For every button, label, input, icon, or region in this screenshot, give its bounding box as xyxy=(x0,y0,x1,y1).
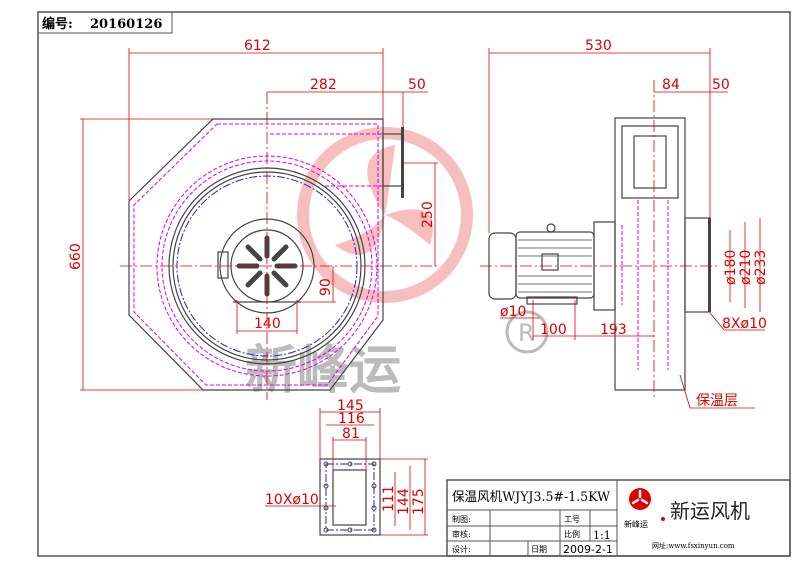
dim-175: 175 xyxy=(411,488,427,515)
dim-612: 612 xyxy=(244,38,271,54)
website: 网址:www.fsxinyun.com xyxy=(652,541,735,550)
drawing-number-value: 20160126 xyxy=(90,17,162,32)
dim-d10: ø10 xyxy=(500,304,526,320)
dim-90: 90 xyxy=(318,278,334,296)
front-view xyxy=(120,92,440,400)
scale-label: 比例 xyxy=(564,529,580,539)
checked-label: 审核: xyxy=(452,529,471,539)
dim-145: 145 xyxy=(337,398,364,414)
dim-81: 81 xyxy=(342,426,360,442)
company-name: 新运风机 xyxy=(670,499,750,523)
dim-530: 530 xyxy=(585,38,612,54)
company-small: 新峰运 xyxy=(624,519,648,529)
drawn-label: 制图: xyxy=(452,514,471,524)
registered-mark xyxy=(505,310,549,354)
side-view-dimensions xyxy=(488,48,765,409)
outlet-view-dimensions xyxy=(265,408,428,536)
dim-d180: ø180 xyxy=(723,250,739,285)
front-view-dimensions xyxy=(80,48,438,391)
outlet-view xyxy=(319,458,381,536)
date-label: 日期 xyxy=(531,545,547,554)
watermark-logo xyxy=(297,127,473,303)
drawing-number-box xyxy=(37,11,173,34)
job-label: 工号 xyxy=(564,515,580,524)
watermark-text: 新峰运 xyxy=(245,341,401,401)
design-label: 设计: xyxy=(452,544,471,554)
date-value: 2009-2-1 xyxy=(563,543,613,556)
title-block xyxy=(446,479,791,557)
dim-660: 660 xyxy=(68,243,84,270)
side-view xyxy=(480,80,720,400)
drawing-number-label: 编号: xyxy=(42,16,73,32)
title: 保温风机WJYJ3.5#-1.5KW xyxy=(452,490,611,505)
dim-193: 193 xyxy=(600,322,627,338)
scale-value: 1:1 xyxy=(593,529,611,542)
dim-144: 144 xyxy=(396,488,412,515)
dim-140: 140 xyxy=(254,316,281,332)
drawing-border xyxy=(37,11,791,557)
dim-100: 100 xyxy=(540,322,567,338)
dim-d210: ø210 xyxy=(738,250,754,285)
dim-282: 282 xyxy=(310,77,337,93)
dim-50-side: 50 xyxy=(712,77,730,93)
dim-8xd10: 8Xø10 xyxy=(722,316,767,332)
dim-10xd10: 10Xø10 xyxy=(265,492,319,508)
dim-116: 116 xyxy=(338,411,365,427)
dim-111: 111 xyxy=(381,485,397,512)
dim-84: 84 xyxy=(662,77,680,93)
dim-50-front: 50 xyxy=(408,77,426,93)
registered-letter: R xyxy=(518,319,535,347)
company-logo xyxy=(629,488,665,521)
insulation-label: 保温层 xyxy=(696,393,738,409)
dim-d233: ø233 xyxy=(753,250,769,285)
dim-250: 250 xyxy=(420,201,436,228)
